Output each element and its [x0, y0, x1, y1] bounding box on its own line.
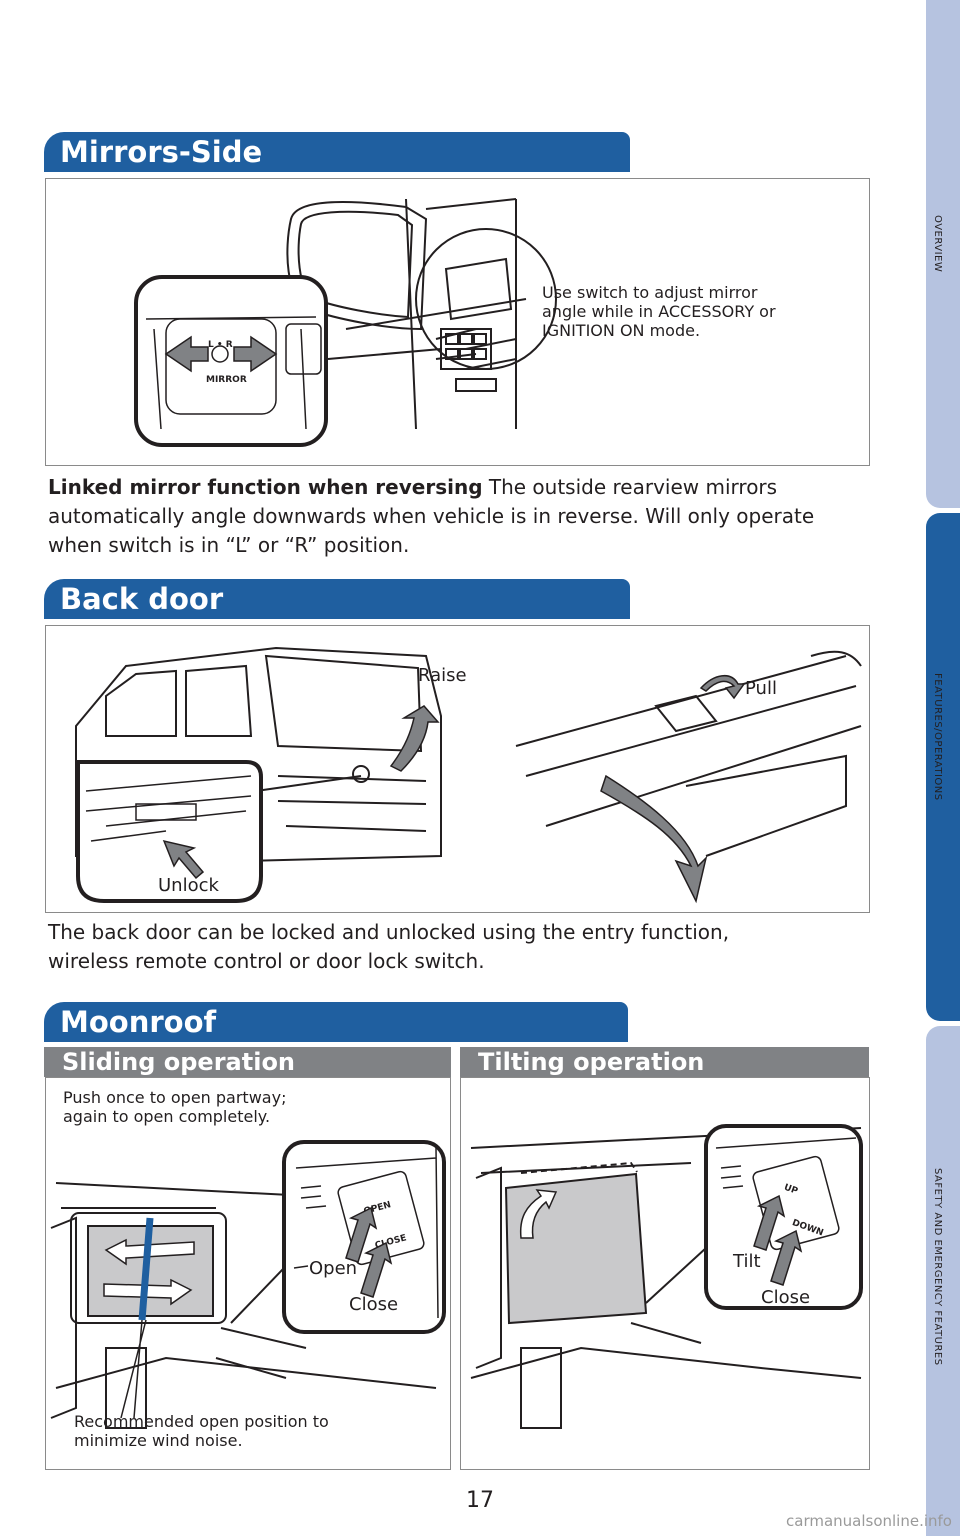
tilting-close-label: Close — [761, 1288, 810, 1308]
backdoor-figure: Raise Pull Unlock — [45, 625, 870, 913]
backdoor-paragraph: The back door can be locked and unlocked… — [48, 918, 808, 976]
page-number: 17 — [0, 1488, 960, 1513]
backdoor-banner: Back door — [44, 579, 630, 619]
side-tab-features-label: FEATURES/OPERATIONS — [932, 673, 943, 801]
recommend-caption: Recommended open position to minimize wi… — [74, 1412, 404, 1450]
switch-lr-text: L • R — [208, 340, 233, 350]
moonroof-banner: Moonroof — [44, 1002, 628, 1042]
linked-mirror-heading: Linked mirror function when reversing — [48, 475, 483, 499]
sliding-close-label: Close — [349, 1295, 398, 1315]
pull-label: Pull — [745, 679, 777, 699]
moonroof-title: Moonroof — [60, 1005, 216, 1039]
raise-label: Raise — [418, 666, 467, 686]
tilting-illustration: UP DOWN — [461, 1078, 871, 1471]
side-tab-overview-label: OVERVIEW — [932, 215, 943, 272]
side-tab-safety-label: SAFETY AND EMERGENCY FEATURES — [932, 1168, 943, 1366]
sliding-figure: Push once to open partway; again to open… — [45, 1077, 451, 1470]
switch-mirror-text: MIRROR — [206, 375, 247, 385]
backdoor-title: Back door — [60, 582, 223, 616]
tilting-heading: Tilting operation — [460, 1047, 869, 1077]
sliding-heading: Sliding operation — [44, 1047, 451, 1077]
tilting-figure: UP DOWN Tilt Close — [460, 1077, 870, 1470]
mirrors-title: Mirrors-Side — [60, 135, 262, 169]
unlock-label: Unlock — [158, 876, 219, 896]
mirrors-figure: L • R MIRROR Use switch to adjust mirror… — [45, 178, 870, 466]
open-label: Open — [309, 1259, 357, 1279]
mirrors-banner: Mirrors-Side — [44, 132, 630, 172]
linked-mirror-paragraph: Linked mirror function when reversing Th… — [48, 473, 848, 560]
tilt-label: Tilt — [733, 1252, 761, 1272]
swing-arrow-icon — [601, 776, 706, 901]
watermark-text: carmanualsonline.info — [786, 1512, 952, 1530]
mirrors-caption: Use switch to adjust mirror angle while … — [542, 283, 842, 340]
